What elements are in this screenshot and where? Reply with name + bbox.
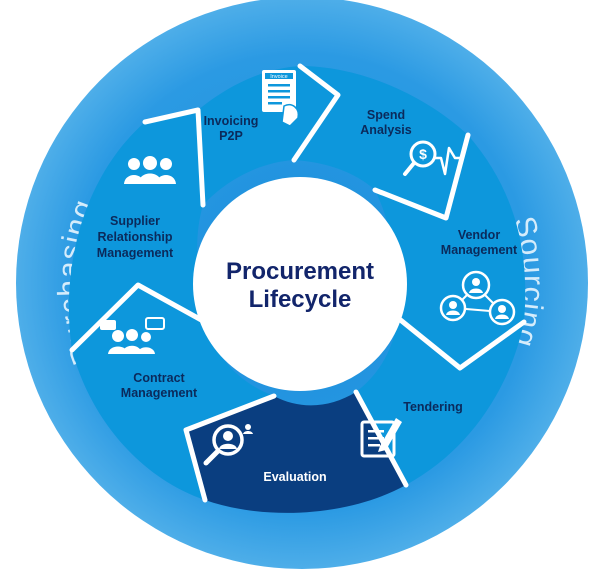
label-vendor-line2: Management [441, 243, 518, 257]
people-group-icon [124, 156, 176, 184]
center-title-line1: Procurement [226, 258, 374, 285]
label-vendor-line1: Vendor [458, 228, 501, 242]
label-contract-line1: Contract [133, 371, 185, 385]
center-title-line2: Lifecycle [249, 286, 352, 313]
label-evaluation: Evaluation [263, 470, 326, 484]
lifecycle-segments [68, 66, 526, 513]
center-circle [193, 177, 407, 391]
dollar-magnifier-chart-icon: $ [403, 140, 463, 176]
invoice-hand-icon: Invoice [262, 70, 300, 127]
magnifier-person-icon [203, 424, 253, 466]
label-spend-line1: Spend [367, 108, 405, 122]
label-tendering: Tendering [403, 400, 463, 414]
document-pen-icon [360, 418, 402, 458]
label-contract-line2: Management [121, 386, 198, 400]
label-spend-line2: Analysis [360, 123, 411, 137]
label-supplier-line3: Management [97, 246, 174, 260]
segment-supplier[interactable] [68, 110, 205, 350]
label-invoicing-line1: Invoicing [204, 114, 259, 128]
segment-vendor[interactable] [375, 135, 526, 368]
network-people-icon [439, 270, 516, 326]
invoice-icon-text: Invoice [270, 74, 287, 80]
segment-spend[interactable] [294, 66, 468, 218]
label-supplier-line2: Relationship [97, 230, 172, 244]
segment-tendering[interactable] [356, 318, 524, 485]
segment-invoicing[interactable] [198, 66, 338, 205]
label-supplier-line1: Supplier [110, 214, 160, 228]
label-invoicing-line2: P2P [219, 129, 243, 143]
people-speech-icon [100, 317, 165, 354]
svg-text:$: $ [419, 146, 427, 162]
segment-evaluation[interactable] [186, 392, 406, 513]
